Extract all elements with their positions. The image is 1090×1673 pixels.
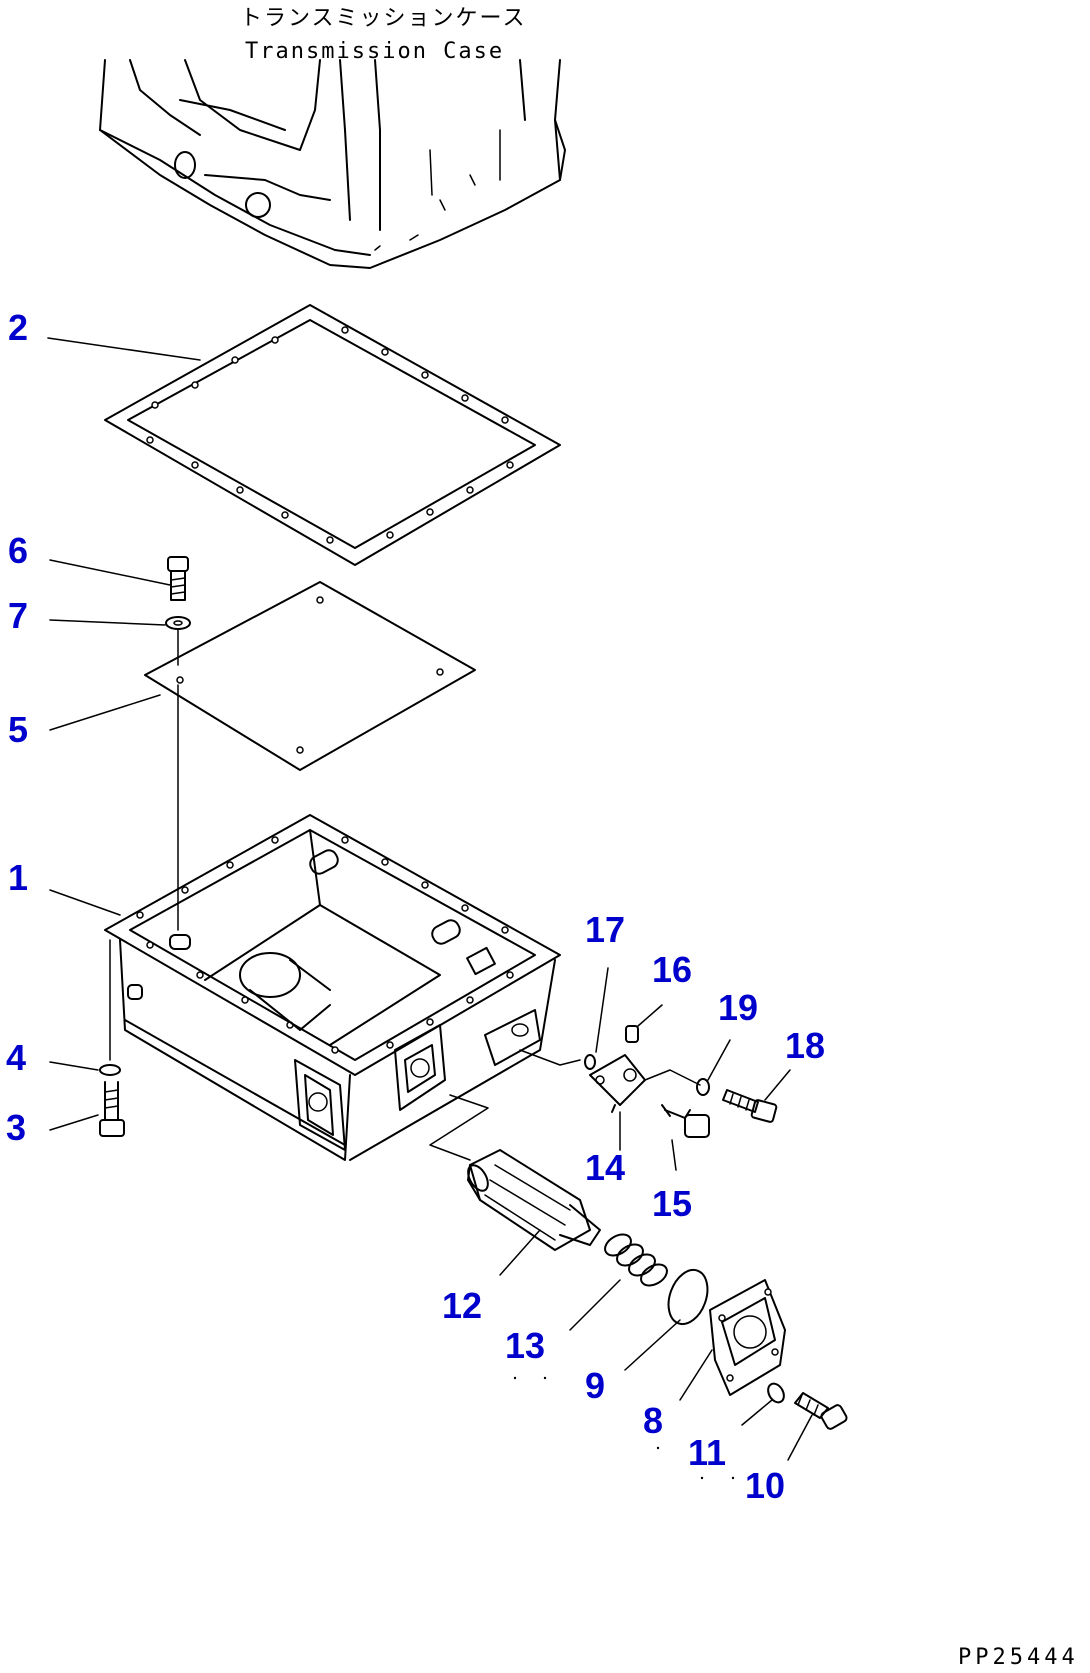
stray-marks <box>513 1376 735 1480</box>
leader-17 <box>595 967 609 1053</box>
callout-4: 4 <box>6 1037 26 1078</box>
leader-8 <box>679 1349 713 1401</box>
washer-11 <box>767 1382 785 1404</box>
spring <box>604 1233 668 1287</box>
gasket <box>104 304 561 566</box>
callout-1: 1 <box>8 857 28 898</box>
callout-15: 15 <box>652 1183 692 1224</box>
callout-11: 11 <box>688 1432 726 1473</box>
callout-3: 3 <box>6 1107 26 1148</box>
leader-lines <box>47 337 813 1461</box>
leader-11 <box>741 1399 773 1426</box>
callout-2: 2 <box>8 307 28 348</box>
leader-15 <box>671 1139 677 1171</box>
plug-16 <box>625 1025 639 1043</box>
leader-12 <box>499 1229 541 1276</box>
callout-7: 7 <box>8 595 28 636</box>
callout-12: 12 <box>442 1285 482 1326</box>
leader-9 <box>624 1319 681 1371</box>
leader-18 <box>764 1069 791 1101</box>
caption-japanese: トランスミッションケース <box>240 6 526 31</box>
callout-9: 9 <box>585 1365 605 1406</box>
leader-19 <box>707 1039 731 1081</box>
plug-15 <box>661 1104 710 1138</box>
caption-english: Transmission Case <box>245 39 504 64</box>
strainer-path-line <box>429 1094 489 1161</box>
callout-14: 14 <box>585 1147 625 1188</box>
gasket-bolt-holes <box>146 326 514 544</box>
leader-7 <box>49 619 166 626</box>
callout-6: 6 <box>8 530 28 571</box>
o-ring-17 <box>584 1054 596 1070</box>
leader-10 <box>787 1414 813 1461</box>
callout-labels: 2 6 7 5 1 4 3 17 16 19 18 14 15 12 13 9 … <box>6 307 825 1506</box>
callout-19: 19 <box>718 987 758 1028</box>
bolt-10 <box>794 1392 848 1430</box>
sensor-line <box>519 1049 581 1066</box>
oil-pan <box>104 814 561 1161</box>
callout-5: 5 <box>8 709 28 750</box>
drawing-code: PP25444 <box>958 1645 1079 1670</box>
callout-18: 18 <box>785 1025 825 1066</box>
leader-6 <box>49 559 171 586</box>
sensor-line-right <box>644 1069 701 1086</box>
sensor-body <box>589 1054 646 1113</box>
strainer-cover <box>709 1279 786 1396</box>
strainer-element <box>467 1149 601 1251</box>
leader-1 <box>49 889 121 916</box>
washer-7 <box>165 616 191 630</box>
leader-13 <box>569 1279 621 1331</box>
bolt-18 <box>722 1089 778 1123</box>
washer-4 <box>99 1064 121 1076</box>
leader-2 <box>47 337 201 361</box>
leader-16 <box>637 1004 663 1027</box>
callout-16: 16 <box>652 949 692 990</box>
leader-5 <box>49 694 161 731</box>
leader-3 <box>49 1114 99 1131</box>
oil-pan-bolt-holes <box>136 836 514 1054</box>
leader-4 <box>49 1061 99 1071</box>
cover-plate <box>144 581 476 771</box>
bolt-6 <box>167 556 189 601</box>
callout-17: 17 <box>585 909 625 950</box>
transmission-case <box>99 59 566 269</box>
callout-13: 13 <box>505 1325 545 1366</box>
callout-8: 8 <box>643 1400 663 1441</box>
bolt-3 <box>99 1081 125 1137</box>
callout-10: 10 <box>745 1465 785 1506</box>
washer-19 <box>696 1078 710 1096</box>
o-ring <box>667 1268 709 1326</box>
